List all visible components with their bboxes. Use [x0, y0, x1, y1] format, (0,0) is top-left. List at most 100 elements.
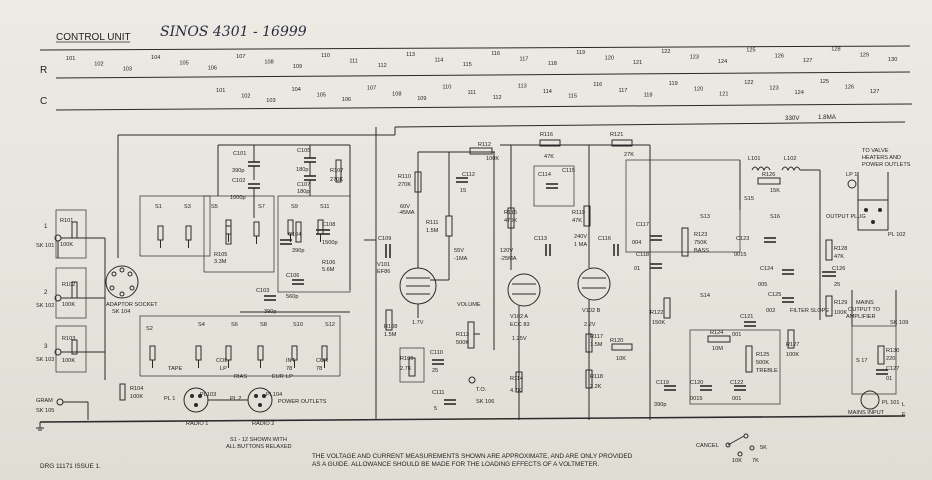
resistor-r128: [825, 239, 833, 261]
svg-text:AMPLIFIER: AMPLIFIER: [846, 314, 876, 320]
r-position-121: 121: [633, 60, 642, 66]
input-2-socket-label: SK 102: [36, 303, 54, 309]
svg-text:R105: R105: [214, 252, 227, 258]
switch-name-78b: 78: [316, 366, 322, 372]
treble-potentiometer-r125[interactable]: [745, 345, 753, 373]
svg-text:R104: R104: [130, 386, 143, 392]
resistor-r108: [385, 309, 393, 331]
svg-text:390p: 390p: [232, 168, 244, 174]
svg-text:1 MA: 1 MA: [574, 242, 587, 248]
svg-text:R129: R129: [834, 300, 847, 306]
r-position-114: 114: [435, 58, 444, 64]
resistor-r104: [119, 383, 126, 401]
pl101-mains-input-icon: [860, 390, 880, 410]
svg-text:L101: L101: [748, 156, 760, 162]
c-position-115: 115: [568, 94, 577, 100]
bass-potentiometer-r123[interactable]: [681, 227, 689, 257]
eq-network: C101 390p C102 1000p C105 180p C107 180p…: [214, 144, 351, 315]
volume-section: VOLUME R113 500K T.O. SK 106: [456, 152, 495, 405]
capacitor-c113: [545, 244, 551, 256]
input-2-number: 2: [44, 289, 48, 296]
svg-text:001: 001: [732, 332, 741, 338]
r-position-115: 115: [463, 62, 472, 68]
switch-name-cur: CUR: [316, 358, 328, 364]
resistor-r109: [408, 357, 416, 377]
switch-contact-10: [257, 345, 264, 361]
resistor-r110: [414, 171, 422, 193]
switch-s1-label: S1: [155, 204, 162, 210]
svg-text:C120: C120: [690, 380, 703, 386]
row-c-label: C: [40, 96, 47, 107]
resistor-r106: [295, 221, 302, 243]
resistor-r120: [611, 343, 633, 351]
svg-text:HEATERS AND: HEATERS AND: [862, 155, 901, 161]
capacitor-c102: [248, 183, 260, 218]
capacitor-c124: [782, 269, 794, 275]
svg-text:5K: 5K: [760, 445, 767, 451]
resistor-r121: [611, 139, 633, 147]
svg-text:C110: C110: [430, 350, 443, 356]
svg-text:5.6M: 5.6M: [322, 267, 335, 273]
svg-text:R112: R112: [478, 142, 491, 148]
switch-note-2: ALL BUTTONS RELAXED: [226, 444, 292, 450]
c-position-111: 111: [468, 90, 477, 96]
svg-text:120V: 120V: [500, 248, 513, 254]
svg-text:C119: C119: [656, 380, 669, 386]
r-position-109: 109: [293, 64, 302, 70]
c-position-116: 116: [593, 82, 602, 88]
svg-text:1.5M: 1.5M: [384, 332, 397, 338]
c-position-117: 117: [619, 88, 628, 94]
svg-text:C117: C117: [636, 222, 649, 228]
switch-name-tape: TAPE: [168, 366, 182, 372]
svg-text:LP 1: LP 1: [846, 172, 857, 178]
tone-controls: C117 004 C118 01 R123 750K BASS R122 150…: [625, 145, 829, 420]
output-plug-label: OUTPUT PLUG: [826, 214, 866, 220]
svg-text:C102: C102: [232, 178, 245, 184]
drawing-number: DRG 11171 ISSUE 1.: [40, 463, 101, 470]
r-position-130: 130: [888, 57, 897, 63]
svg-text:C109: C109: [378, 236, 391, 242]
v102b-valve-icon: [577, 267, 611, 301]
r-position-106: 106: [208, 65, 217, 71]
svg-text:PL104: PL104: [266, 392, 282, 398]
svg-text:R115: R115: [504, 210, 517, 216]
resistor-r129: [825, 295, 833, 317]
switch-contact-1: [157, 225, 164, 241]
svg-text:240V: 240V: [574, 234, 587, 240]
r101-resistor: [71, 221, 78, 239]
volume-potentiometer-r113[interactable]: [467, 321, 475, 349]
filter-slope-label: FILTER SLOPE: [790, 308, 829, 314]
svg-text:POWER OUTLETS: POWER OUTLETS: [862, 162, 911, 168]
power-outlets-left-label: POWER OUTLETS: [278, 399, 327, 405]
svg-text:SK 106: SK 106: [476, 399, 494, 405]
resistor-r122: [663, 297, 671, 319]
switch-s4-label: S4: [198, 322, 205, 328]
input-1-box: [55, 209, 87, 259]
r-position-108: 108: [264, 60, 273, 66]
svg-text:R119: R119: [572, 210, 585, 216]
svg-text:R107: R107: [330, 168, 343, 174]
adaptor-socket-icon: [105, 265, 139, 299]
switch-name-lp2: LP: [286, 374, 293, 380]
svg-text:180p: 180p: [297, 189, 309, 195]
radio-2-label: RADIO 2: [252, 421, 274, 427]
c-position-108: 108: [392, 91, 401, 97]
mains-switch-s17-label: S 17: [856, 358, 868, 364]
switch-contact-3: [225, 219, 232, 235]
mains-input-label: MAINS INPUT: [848, 410, 885, 416]
svg-text:SK 109: SK 109: [890, 320, 908, 326]
svg-text:PL 101: PL 101: [882, 400, 900, 406]
svg-text:C125: C125: [768, 292, 781, 298]
svg-text:10K: 10K: [616, 356, 626, 362]
svg-text:3.3M: 3.3M: [214, 259, 227, 265]
svg-text:1.5M: 1.5M: [426, 228, 439, 234]
capacitor-c121: [744, 321, 756, 327]
c-position-102: 102: [241, 94, 250, 100]
selector-switch-bank: S1 S3 S5 S7 S9 S11 S2 S4 S6 S8 S10 S12 T…: [139, 195, 351, 380]
filter-potentiometer-r127[interactable]: [787, 329, 795, 349]
capacitor-c122: [734, 385, 746, 391]
bass-label: BASS: [694, 248, 709, 254]
capacitor-c120: [700, 385, 712, 391]
to-socket-icon: [468, 376, 476, 384]
svg-text:1.5M: 1.5M: [590, 342, 603, 348]
